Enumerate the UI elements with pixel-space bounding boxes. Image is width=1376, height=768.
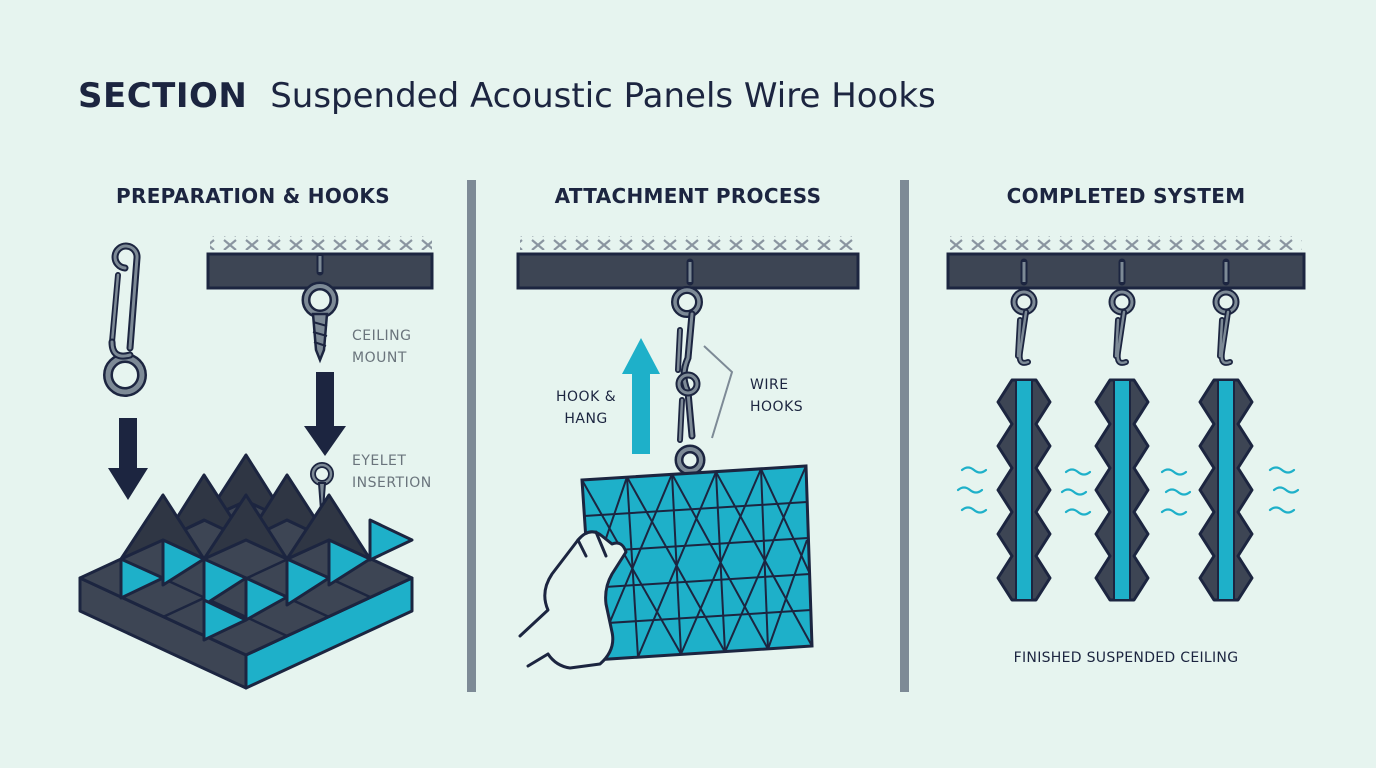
wire-hook-chain xyxy=(674,310,706,476)
arrow-down-icon xyxy=(108,418,148,500)
label-ceiling-mount: CEILING MOUNT xyxy=(352,328,412,366)
sound-wave-icons xyxy=(956,466,1300,516)
hand-icon xyxy=(518,530,628,670)
panel-title-attachment: ATTACHMENT PROCESS xyxy=(554,184,822,208)
arrow-down-icon xyxy=(304,372,346,456)
screw-eye-icon xyxy=(671,258,703,318)
acoustic-foam-panel xyxy=(78,453,414,690)
arrow-up-icon xyxy=(622,338,660,454)
panel-divider-left xyxy=(467,180,476,692)
hanging-panels xyxy=(996,258,1254,602)
label-eyelet-insertion: EYELET INSERTION xyxy=(352,453,432,491)
title-text: Suspended Acoustic Panels Wire Hooks xyxy=(270,76,936,116)
hanging-panel-1 xyxy=(996,258,1052,602)
panel-title-preparation: PREPARATION & HOOKS xyxy=(116,184,390,208)
screw-eye-icon xyxy=(301,252,339,364)
hanging-panel-2 xyxy=(1094,258,1150,602)
ceiling-beam-3 xyxy=(946,236,1306,290)
label-finished-ceiling: FINISHED SUSPENDED CEILING xyxy=(1013,650,1239,666)
panel-title-completed: COMPLETED SYSTEM xyxy=(1006,184,1246,208)
label-hook-hang: HOOK & HANG xyxy=(556,389,617,427)
hanging-panel-3 xyxy=(1198,258,1254,602)
s-hook-icon xyxy=(103,242,147,397)
label-wire-hooks: WIRE HOOKS xyxy=(750,377,804,415)
ceiling-beam-2 xyxy=(516,236,860,290)
title-section-word: SECTION xyxy=(78,76,248,116)
callout-bracket xyxy=(703,345,734,439)
panel-divider-right xyxy=(900,180,909,692)
page-title: SECTION Suspended Acoustic Panels Wire H… xyxy=(78,76,936,116)
